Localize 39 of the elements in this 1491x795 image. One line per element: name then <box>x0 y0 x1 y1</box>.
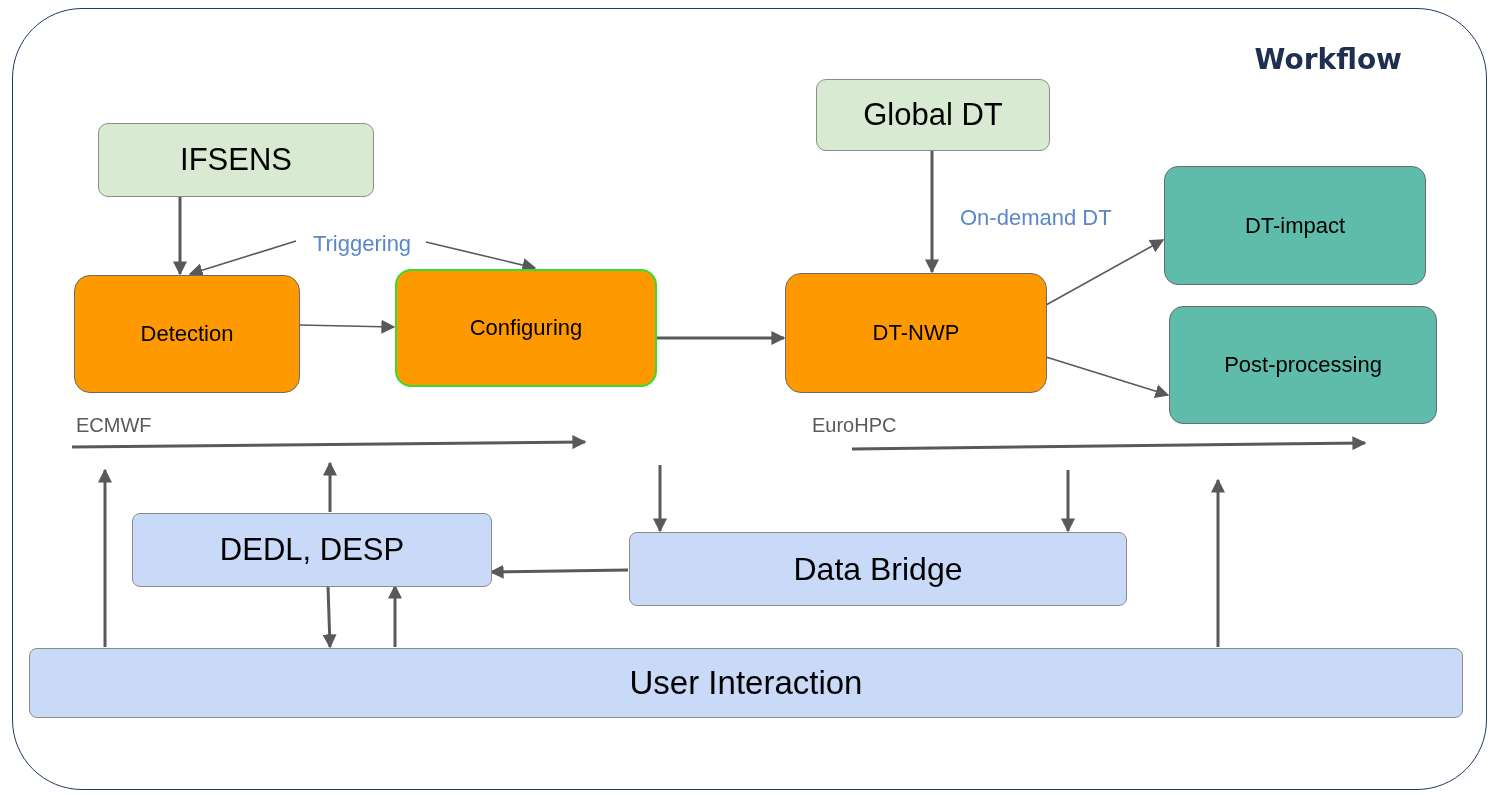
box-label: DEDL, DESP <box>219 532 405 568</box>
arrow <box>425 241 537 272</box>
box-label: IFSENS <box>180 142 292 178</box>
process-box <box>74 275 300 393</box>
arrow <box>1211 478 1225 647</box>
arrow <box>1061 470 1075 533</box>
box-label: Post-processing <box>1224 352 1382 378</box>
workflow-frame <box>12 8 1487 790</box>
platform-label: EuroHPC <box>812 414 897 437</box>
box-label: Detection <box>140 321 234 347</box>
box-label: User Interaction <box>629 664 863 702</box>
process-box <box>816 79 1050 151</box>
diagram-heading: Workflow <box>1254 43 1402 76</box>
process-box <box>785 273 1047 393</box>
arrow <box>322 585 337 649</box>
box-label: DT-impact <box>1244 212 1346 239</box>
arrow <box>188 240 297 277</box>
arrow <box>323 461 337 512</box>
box-label: Global DT <box>863 97 1003 133</box>
arrow <box>925 150 939 274</box>
arrow <box>173 196 187 276</box>
box-label: Data Bridge <box>793 550 963 588</box>
process-box <box>98 123 374 197</box>
process-box <box>29 648 1463 718</box>
process-box <box>395 269 657 387</box>
process-box <box>1169 306 1437 424</box>
trigger-label: Triggering <box>312 231 412 257</box>
box-label: Configuring <box>469 315 583 341</box>
arrow <box>656 331 786 345</box>
arrow <box>653 465 667 533</box>
process-box <box>629 532 1127 606</box>
box-label: DT-NWP <box>872 320 960 346</box>
arrow <box>98 468 112 647</box>
arrow <box>298 319 396 334</box>
arrow <box>1045 239 1165 306</box>
process-box <box>1164 166 1426 285</box>
platform-label: ECMWF <box>76 414 152 437</box>
process-box <box>132 513 492 587</box>
arrow <box>1045 356 1170 398</box>
